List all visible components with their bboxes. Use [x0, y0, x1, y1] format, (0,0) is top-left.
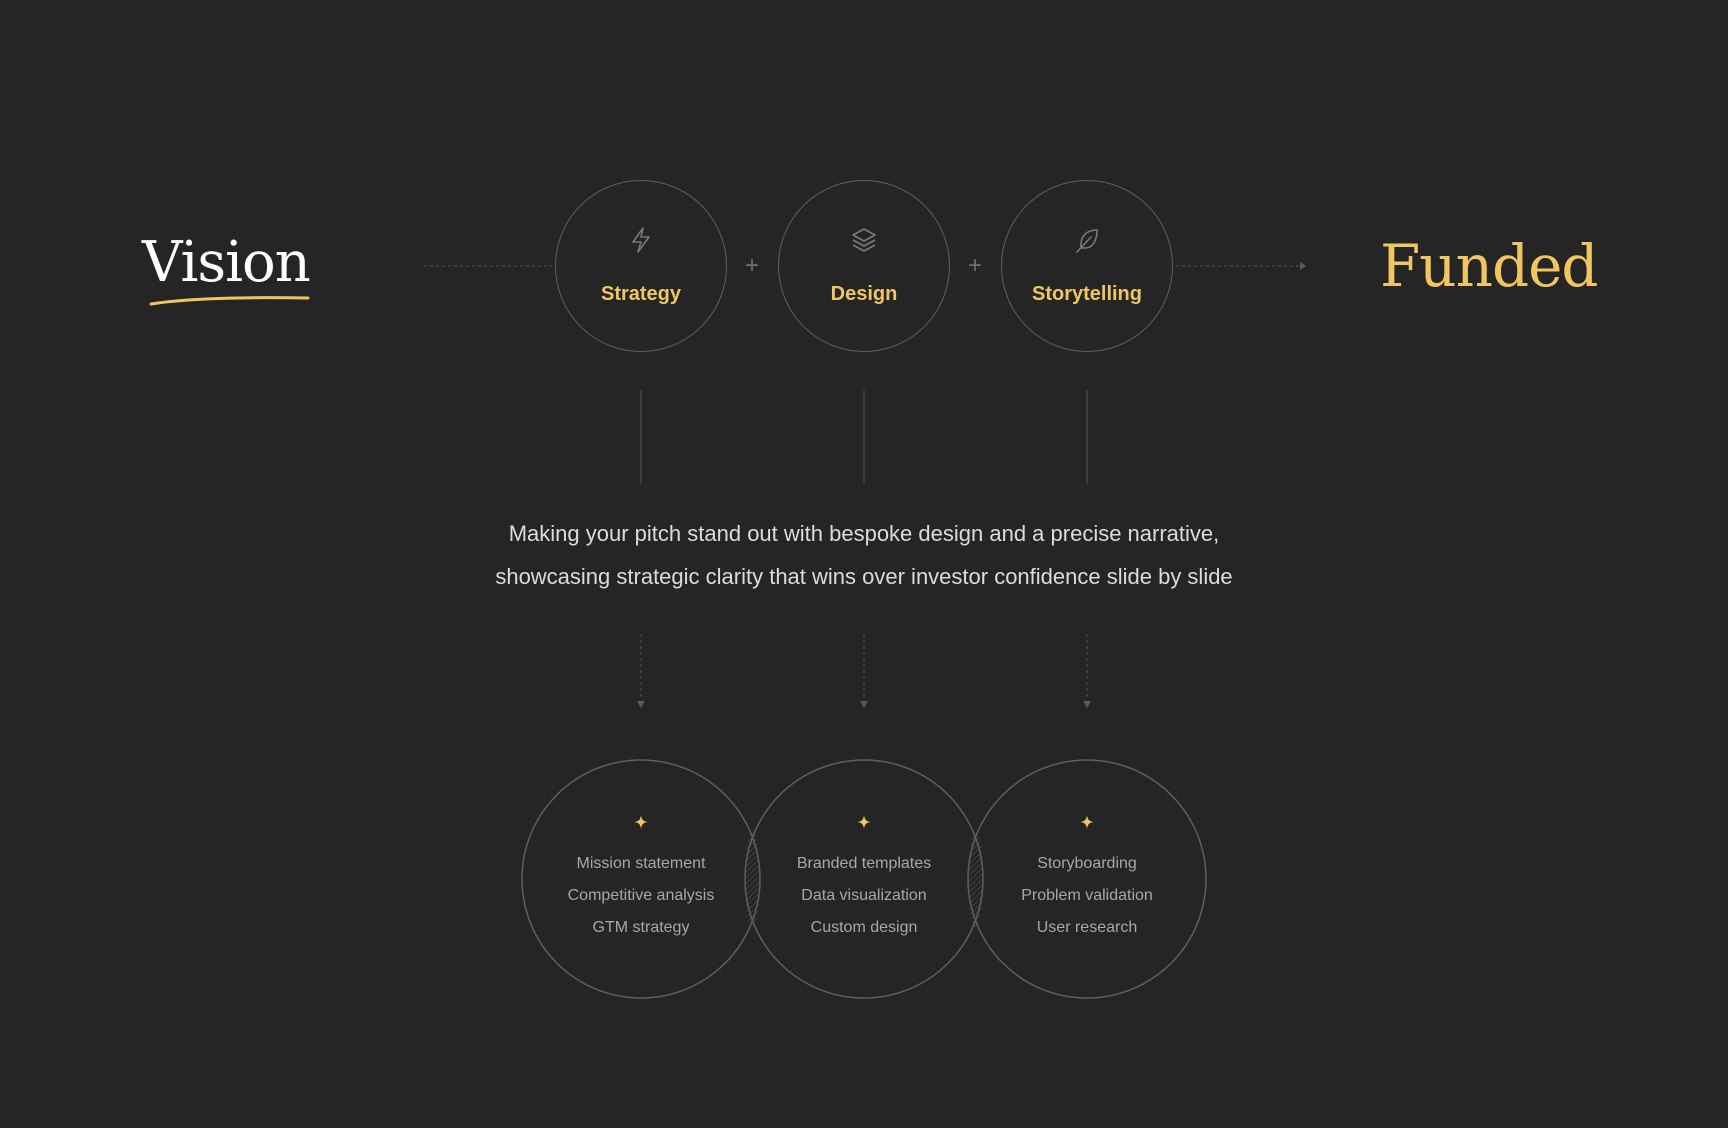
pillar-label-strategy: Strategy: [600, 283, 682, 305]
sparkle-icon: [1080, 815, 1094, 829]
layers-icon: [852, 228, 876, 252]
overlap-hatch-left: [744, 831, 761, 927]
pillar-label-design: Design: [830, 283, 898, 305]
vision-title: Vision: [142, 230, 311, 295]
vision-underline: [149, 296, 310, 306]
plus-connector-2: +: [967, 252, 982, 279]
funded-title: Funded: [1380, 232, 1599, 300]
outcome-item: User research: [1036, 919, 1138, 936]
feather-icon: [1076, 229, 1098, 253]
tagline-line-2: showcasing strategic clarity that wins o…: [495, 564, 1233, 589]
pillar-circle-storytelling: [1001, 180, 1173, 352]
outcome-item: Problem validation: [1021, 887, 1153, 904]
tagline: Making your pitch stand out with bespoke…: [400, 512, 1328, 598]
outcome-circle-1: [521, 759, 761, 999]
pillar-circle-design: [778, 180, 950, 352]
outcome-item: Storyboarding: [1037, 855, 1137, 872]
outcome-item: Custom design: [810, 919, 918, 936]
outcome-item: GTM strategy: [592, 919, 690, 936]
outcome-item: Branded templates: [796, 855, 932, 872]
sparkle-icon: [634, 815, 648, 829]
overlap-hatch-right: [967, 831, 984, 927]
plus-connector-1: +: [744, 252, 759, 279]
outcome-item: Data visualization: [801, 887, 927, 904]
tagline-line-1: Making your pitch stand out with bespoke…: [508, 521, 1220, 546]
outcome-circle-2: [744, 759, 984, 999]
outcome-item: Mission statement: [576, 855, 706, 872]
outcome-item: Competitive analysis: [567, 887, 715, 904]
lightning-icon: [632, 227, 650, 253]
pillar-circle-strategy: [555, 180, 727, 352]
pillar-label-storytelling: Storytelling: [1031, 283, 1142, 305]
flow-arrowhead: [1300, 262, 1306, 270]
outcome-circle-3: [967, 759, 1207, 999]
sparkle-icon: [857, 815, 871, 829]
